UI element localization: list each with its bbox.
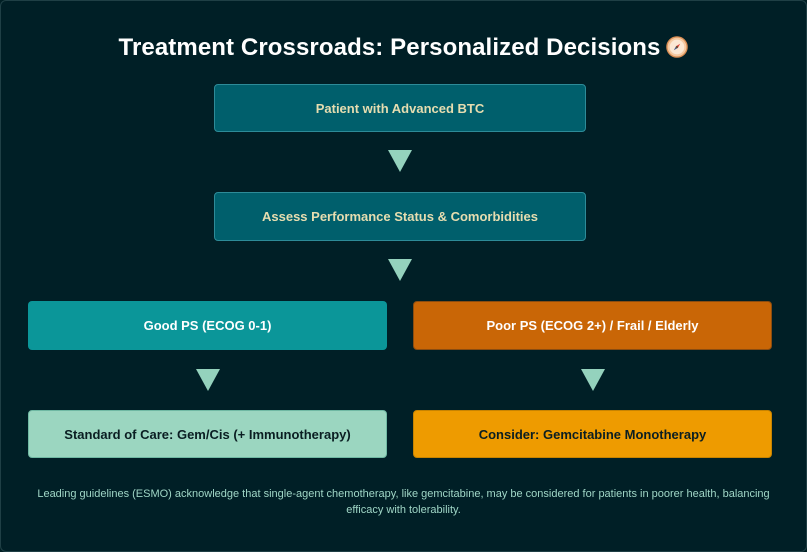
node-standard-care-label: Standard of Care: Gem/Cis (+ Immunothera… (64, 426, 351, 442)
compass-icon (666, 36, 689, 58)
node-good-ps: Good PS (ECOG 0-1) (28, 301, 387, 350)
title-text: Treatment Crossroads: Personalized Decis… (118, 34, 661, 61)
arrow-down-icon (581, 369, 605, 391)
node-patient: Patient with Advanced BTC (214, 84, 586, 132)
arrow-down-icon (196, 369, 220, 391)
node-standard-care: Standard of Care: Gem/Cis (+ Immunothera… (28, 410, 387, 458)
page-title: Treatment Crossroads: Personalized Decis… (0, 34, 807, 62)
node-consider-label: Consider: Gemcitabine Monotherapy (478, 426, 707, 442)
footnote: Leading guidelines (ESMO) acknowledge th… (37, 488, 770, 516)
arrow-down-icon (388, 150, 412, 172)
node-consider: Consider: Gemcitabine Monotherapy (413, 410, 772, 458)
node-good-ps-label: Good PS (ECOG 0-1) (143, 318, 272, 333)
node-poor-ps: Poor PS (ECOG 2+) / Frail / Elderly (413, 301, 772, 350)
node-patient-label: Patient with Advanced BTC (315, 100, 485, 116)
node-assess-label: Assess Performance Status & Comorbiditie… (262, 209, 538, 224)
arrow-down-icon (388, 259, 412, 281)
node-poor-ps-label: Poor PS (ECOG 2+) / Frail / Elderly (486, 318, 699, 333)
node-assess: Assess Performance Status & Comorbiditie… (214, 192, 586, 241)
